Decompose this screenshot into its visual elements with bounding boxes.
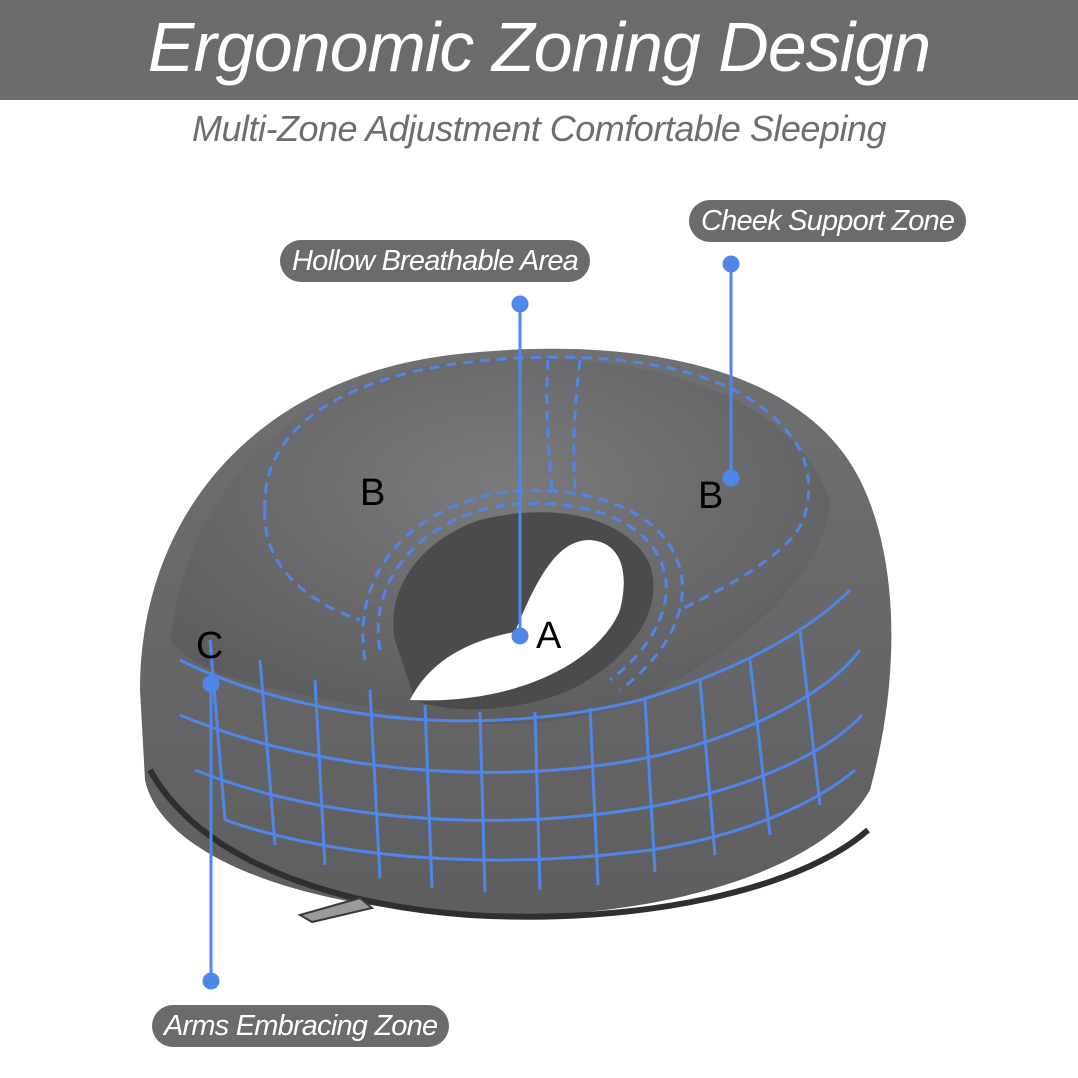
zone-letter-b-right: B: [698, 475, 723, 517]
hollow-dot-bottom: [511, 627, 529, 645]
zone-letter-a: A: [536, 615, 562, 657]
arms-dot-bottom: [202, 972, 220, 990]
callout-hollow-breathable-area: Hollow Breathable Area: [280, 240, 590, 282]
hollow-dot-top: [511, 295, 529, 313]
header-banner: Ergonomic Zoning Design: [0, 0, 1078, 100]
zipper-pull-icon: [297, 896, 375, 924]
arms-dot-top: [202, 675, 220, 693]
page-subtitle: Multi-Zone Adjustment Comfortable Sleepi…: [191, 108, 887, 149]
callout-arms-embracing-zone: Arms Embracing Zone: [152, 1005, 450, 1047]
cheek-dot-top: [722, 255, 740, 273]
arms-zone-grid: [179, 588, 864, 893]
callout-cheek-support-zone: Cheek Support Zone: [689, 200, 967, 242]
pillow-hole-opening: [410, 540, 624, 701]
hole-seam-inner: [376, 502, 668, 682]
zone-letter-c: C: [196, 625, 223, 667]
zone-letter-b-left: B: [360, 472, 385, 514]
leader-lines: [202, 255, 740, 990]
zipper-seam: [147, 768, 870, 920]
cheek-dot-bottom: [722, 469, 740, 487]
hole-seam-outer: [361, 489, 684, 692]
page-title: Ergonomic Zoning Design: [147, 8, 931, 86]
